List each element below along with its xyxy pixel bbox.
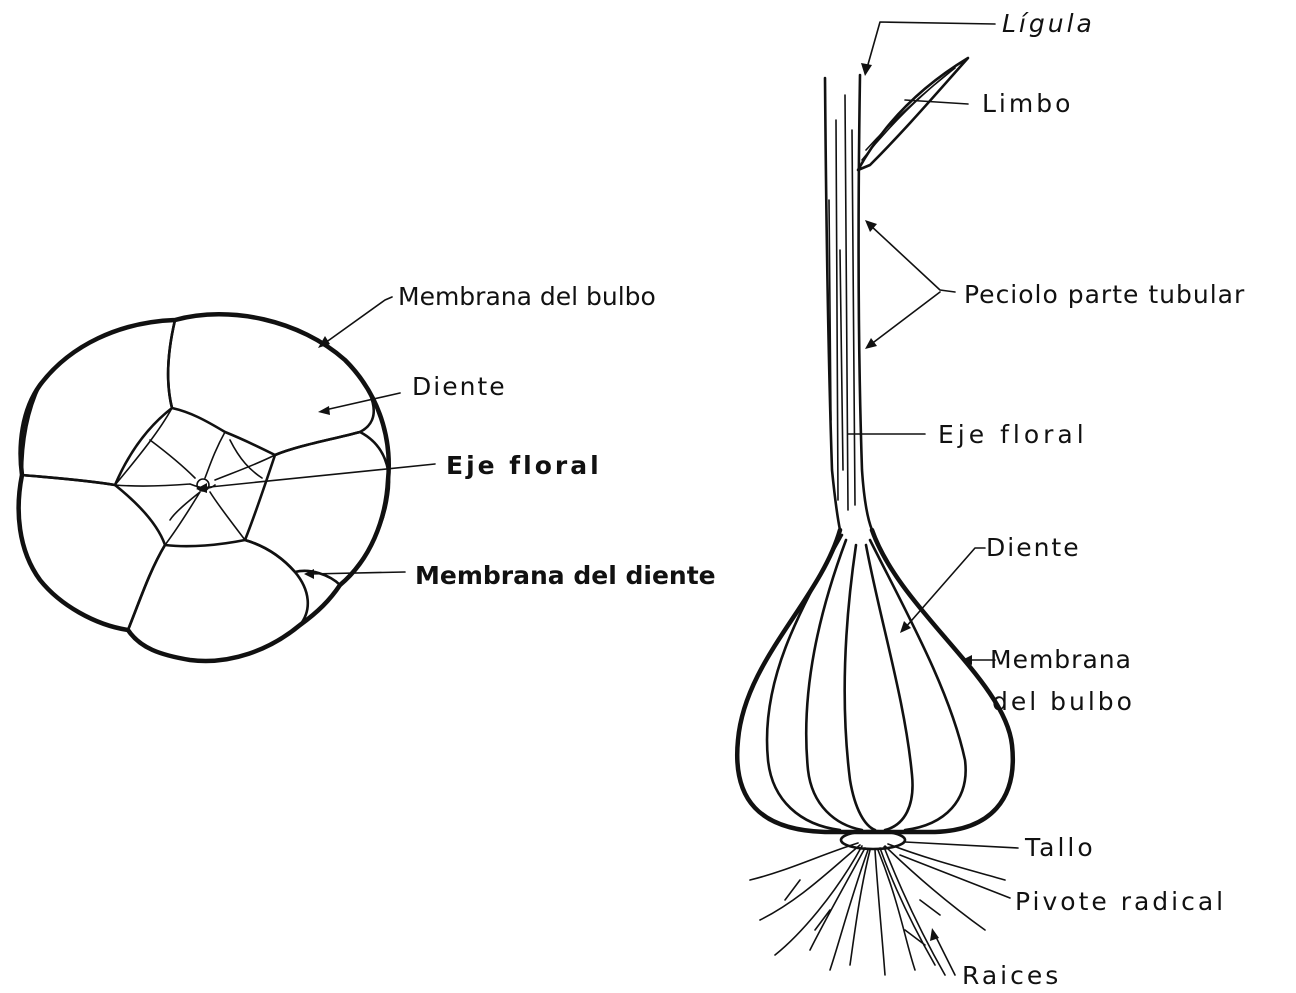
clove-bottom bbox=[128, 540, 308, 661]
leader-membrana-diente bbox=[310, 572, 405, 574]
leaf-blade bbox=[858, 58, 968, 170]
label-eje-floral-left: Eje floral bbox=[446, 451, 602, 480]
arrowhead-peciolo-bottom bbox=[865, 338, 877, 349]
label-pivote: Pivote radical bbox=[1015, 887, 1226, 916]
roots bbox=[750, 843, 1005, 975]
label-limbo: Limbo bbox=[982, 89, 1073, 118]
leader-ligula bbox=[867, 22, 995, 68]
clove-top-right bbox=[168, 314, 374, 455]
stem-right-edge bbox=[859, 75, 872, 530]
leader-diente-left bbox=[325, 393, 400, 410]
arrowhead-ligula bbox=[861, 63, 872, 76]
label-ligula: Lígula bbox=[1002, 9, 1095, 38]
label-raices: Raices bbox=[962, 961, 1061, 990]
bulb-outer-membrane bbox=[737, 530, 1013, 832]
garlic-plant bbox=[737, 58, 1013, 975]
leader-peciolo-top bbox=[870, 225, 955, 292]
leader-raices bbox=[935, 935, 955, 975]
label-membrana-bulbo-left: Membrana del bulbo bbox=[398, 282, 656, 311]
arrowhead-diente-left bbox=[318, 406, 330, 415]
label-diente-right: Diente bbox=[986, 533, 1081, 562]
leader-eje-floral-left bbox=[200, 464, 435, 488]
stem-fibres bbox=[829, 95, 855, 510]
clove-bottom-left bbox=[19, 475, 165, 630]
label-tallo: Tallo bbox=[1024, 833, 1096, 862]
label-membrana-right: Membrana bbox=[990, 645, 1132, 674]
leader-membrana-bulbo bbox=[325, 297, 392, 343]
label-del-bulbo-right: del bulbo bbox=[992, 687, 1135, 716]
clove-top-left bbox=[22, 320, 175, 485]
label-membrana-diente: Membrana del diente bbox=[415, 561, 716, 590]
bulb-clove-lines bbox=[767, 535, 966, 830]
label-diente-left: Diente bbox=[412, 372, 507, 401]
clove-right bbox=[245, 432, 389, 585]
label-eje-floral-right: Eje floral bbox=[938, 420, 1088, 449]
leaf-blade-veins bbox=[862, 68, 955, 160]
leader-diente-right bbox=[905, 548, 985, 628]
label-peciolo: Peciolo parte tubular bbox=[964, 280, 1245, 309]
leader-tallo bbox=[905, 842, 1018, 848]
leader-peciolo-bottom bbox=[870, 292, 940, 345]
